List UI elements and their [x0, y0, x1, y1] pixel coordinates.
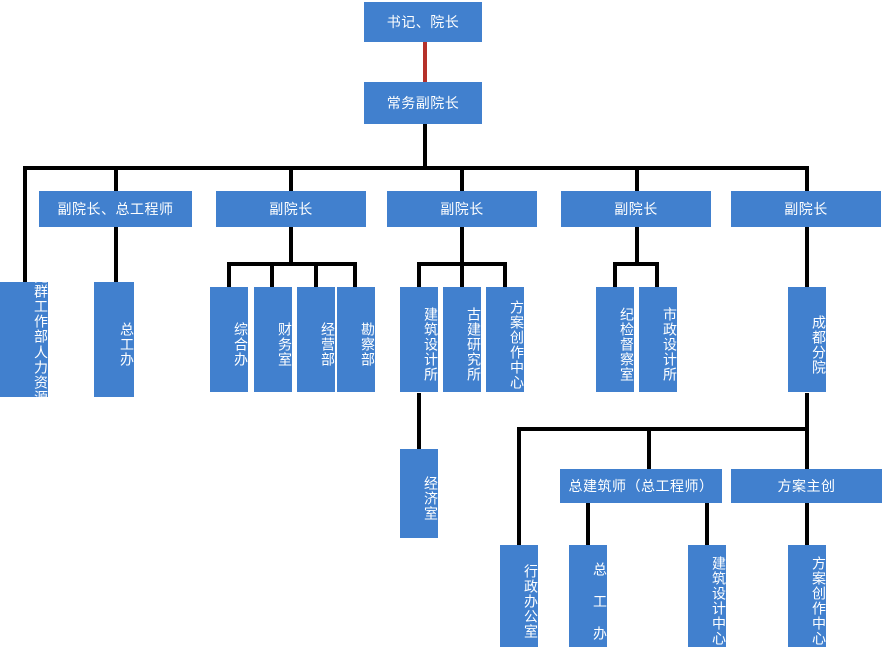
connector-drop-level2-5 [805, 166, 809, 191]
node-deputy-president-chief-engineer[interactable]: 副院长、总工程师 [39, 191, 192, 227]
connector-drop-discipline-office [613, 262, 617, 287]
node-scheme-lead[interactable]: 方案主创 [731, 469, 882, 503]
node-executive-deputy-president[interactable]: 常务副院长 [364, 82, 482, 124]
connector-drop-chief-architect [647, 427, 651, 469]
node-deputy-president-5[interactable]: 副院长 [731, 191, 881, 227]
connector-group4-bus [613, 262, 659, 266]
connector-group5-to-chengdu-branch [805, 226, 809, 287]
node-chengdu-chief-engineer-office[interactable]: 总 工 办 [569, 545, 607, 647]
node-finance-office[interactable]: 财务室 [254, 287, 292, 392]
connector-drop-business-dept [314, 262, 318, 287]
node-deputy-president-4[interactable]: 副院长 [561, 191, 711, 227]
connector-group3-stem [460, 226, 464, 264]
connector-chengdu-branch-stem [805, 393, 809, 486]
node-chengdu-branch[interactable]: 成都分院 [788, 287, 826, 392]
connector-scheme-lead-to-scheme-center [805, 503, 809, 545]
node-hr-and-party-affairs-dept[interactable]: 党群工作部 人力资源部 [0, 269, 48, 420]
connector-drop-ancient-arch-institute [460, 262, 464, 287]
connector-drop-level2-4 [635, 166, 639, 191]
connector-group1-to-chief-eng-office [114, 226, 118, 282]
connector-drop-level2-2 [289, 166, 293, 191]
connector-drop-municipal-institute [655, 262, 659, 287]
connector-group4-stem [635, 226, 639, 264]
node-municipal-design-institute[interactable]: 市政设计所 [639, 287, 677, 392]
node-chengdu-scheme-creation-center[interactable]: 方案创作中心 [788, 545, 826, 647]
connector-drop-general-office [227, 262, 231, 287]
connector-group2-bus [227, 262, 357, 266]
node-deputy-president-3[interactable]: 副院长 [387, 191, 537, 227]
connector-drop-scheme-center [503, 262, 507, 287]
node-economy-office[interactable]: 经济室 [400, 449, 438, 538]
connector-group2-stem [289, 226, 293, 264]
node-scheme-creation-center[interactable]: 方案创作中心 [486, 287, 524, 392]
connector-root-to-exec-deputy [423, 40, 427, 82]
node-administrative-office[interactable]: 行政办公室 [500, 545, 538, 647]
connector-drop-level2-3 [460, 166, 464, 191]
connector-chief-architect-to-chief-eng-office [586, 503, 590, 545]
node-deputy-president-2[interactable]: 副院长 [216, 191, 366, 227]
node-hr-label: 人力资源部 [32, 345, 48, 420]
connector-exec-deputy-stem [423, 123, 427, 168]
connector-arch-institute-to-economy-office [417, 393, 421, 449]
node-secretary-president[interactable]: 书记、院长 [364, 2, 482, 42]
connector-drop-level2-1 [114, 166, 118, 191]
connector-chief-architect-to-arch-design-center [705, 503, 709, 545]
node-party-affairs-label: 党群工作部 [32, 269, 48, 344]
connector-drop-arch-design-institute [417, 262, 421, 287]
connector-level2-bus [23, 166, 809, 170]
node-general-office[interactable]: 综合办 [210, 287, 248, 392]
node-discipline-inspection-office[interactable]: 纪检督察室 [596, 287, 634, 392]
connector-drop-finance-office [270, 262, 274, 287]
connector-drop-survey-dept [353, 262, 357, 287]
connector-drop-hr-dept [23, 166, 27, 308]
connector-chengdu-bus [517, 427, 809, 431]
connector-drop-admin-office [517, 427, 521, 545]
node-survey-dept[interactable]: 勘察部 [337, 287, 375, 392]
node-chief-engineer-office[interactable]: 总工办 [94, 282, 134, 397]
node-chief-architect[interactable]: 总建筑师（总工程师） [560, 469, 722, 503]
node-architectural-design-center[interactable]: 建筑设计中心 [688, 545, 726, 647]
node-ancient-architecture-institute[interactable]: 古建研究所 [443, 287, 481, 392]
node-business-dept[interactable]: 经营部 [297, 287, 335, 392]
node-architectural-design-institute[interactable]: 建筑设计所 [400, 287, 438, 392]
